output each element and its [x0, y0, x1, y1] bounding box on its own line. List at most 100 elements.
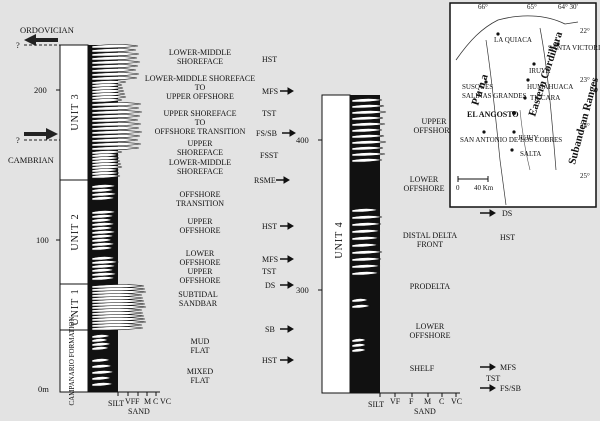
left-sequence-labels: HST MFS TST FS/SB FSST RSME HST MFS TST …: [254, 55, 278, 365]
cordillera-boundary: [539, 27, 557, 171]
svg-text:SAN ANTONIO DE LOS COBRES: SAN ANTONIO DE LOS COBRES: [460, 136, 562, 144]
seq-tst-3: TST: [486, 374, 500, 383]
sand-lens: [351, 134, 385, 139]
seq-mfs-1: MFS: [262, 87, 278, 96]
lon-6430: 64° 30': [558, 3, 578, 11]
lat-22: 22°: [580, 27, 590, 35]
axis-c-right: C: [439, 397, 444, 406]
sand-lens: [91, 346, 110, 351]
axis-silt-left: SILT: [108, 399, 124, 408]
seq-mfs-3: MFS: [500, 363, 516, 372]
seq-hst-3: HST: [262, 356, 277, 365]
sand-lens: [351, 338, 367, 343]
sand-lens: [91, 210, 118, 215]
seq-tst-1: TST: [262, 109, 276, 118]
sand-lens: [91, 126, 140, 131]
sand-lens: [91, 196, 117, 201]
seq-hst-1: HST: [262, 55, 277, 64]
sand-lens: [351, 222, 382, 227]
sand-lens: [351, 229, 381, 234]
sand-lens: [91, 242, 117, 247]
sand-lens: [351, 304, 371, 309]
sand-lens: [91, 264, 118, 269]
sand-lens: [91, 122, 142, 127]
sand-lens: [91, 376, 112, 381]
svg-text:SANTA VICTORIA: SANTA VICTORIA: [548, 44, 600, 52]
sand-lens: [91, 268, 116, 273]
sand-lens: [91, 56, 138, 61]
sand-lens: [351, 236, 380, 241]
svg-text:JUJUY: JUJUY: [518, 134, 539, 142]
sand-lens: [91, 72, 140, 77]
seq-hst-2: HST: [262, 222, 277, 231]
svg-text:LA QUIACA: LA QUIACA: [494, 36, 532, 44]
sand-lens: [91, 64, 139, 69]
sand-lens: [91, 130, 143, 135]
sand-lens: [351, 122, 386, 127]
sand-lens: [91, 48, 137, 53]
question-mark-bottom: ?: [16, 135, 20, 145]
sand-lens: [351, 215, 383, 220]
lat-25: 25°: [580, 172, 590, 180]
depth-tick-0m: 0m: [38, 384, 49, 394]
lat-23: 23°: [580, 76, 590, 84]
right-sequence-arrows: [480, 209, 496, 392]
seq-ds-1: DS: [265, 281, 275, 290]
svg-text:EL ANGOSTO: EL ANGOSTO: [467, 110, 519, 119]
sand-lens: [91, 60, 141, 65]
sand-lens: [91, 382, 114, 387]
sand-lens: [91, 138, 139, 143]
unit-3-box: [59, 44, 89, 181]
svg-text:HUMAHUACA: HUMAHUACA: [527, 83, 573, 91]
sand-lens: [91, 230, 118, 235]
seq-fssb-2: FS/SB: [500, 384, 521, 393]
sand-lens: [91, 192, 119, 197]
depth-tick-100: 100: [36, 235, 49, 245]
sand-lens: [91, 326, 144, 331]
sand-lens: [91, 134, 141, 139]
sand-lens: [91, 234, 116, 239]
sand-lens: [91, 98, 123, 103]
unit-4-box: [321, 94, 351, 394]
sand-lens: [351, 208, 380, 213]
axis-silt-right: SILT: [368, 400, 384, 409]
axis-f-left: F: [135, 397, 140, 406]
axis-vf-right: VF: [390, 397, 401, 406]
seq-tst-2: TST: [262, 267, 276, 276]
unit-4-label: UNIT 4: [334, 221, 345, 258]
sand-lens: [91, 222, 117, 227]
sand-lens: [91, 338, 109, 343]
sand-lens: [351, 271, 380, 276]
svg-text:SALINAS GRANDES: SALINAS GRANDES: [462, 92, 526, 100]
location-map: 66° 65° 64° 30' 22° 23° 24° 25° P u n a …: [449, 2, 600, 208]
axis-sand-left: SAND: [128, 407, 150, 416]
sand-lens: [91, 218, 113, 223]
sand-lens: [351, 116, 384, 121]
seq-fssb-1: FS/SB: [256, 129, 277, 138]
sand-lens: [351, 146, 384, 151]
sand-lens: [91, 142, 142, 147]
left-stratigraphic-column: ORDOVICIAN ? ? CAMBRIAN 200 100 0m UNIT …: [8, 25, 296, 416]
seq-fsst: FSST: [260, 151, 278, 160]
right-sequence-labels: DS HST MFS TST FS/SB: [486, 209, 521, 393]
sand-lens: [351, 257, 382, 262]
left-sequence-arrows: [276, 87, 296, 364]
down-arrow-icon: [24, 128, 58, 140]
sand-lens: [91, 342, 112, 347]
sand-lens: [351, 343, 367, 348]
unit-2-label: UNIT 2: [70, 213, 81, 250]
svg-text:TILCARA: TILCARA: [530, 94, 560, 102]
ordovician-label: ORDOVICIAN: [20, 25, 74, 35]
sand-lens: [351, 264, 381, 269]
sand-lens: [351, 128, 383, 133]
sand-lens: [91, 102, 142, 107]
